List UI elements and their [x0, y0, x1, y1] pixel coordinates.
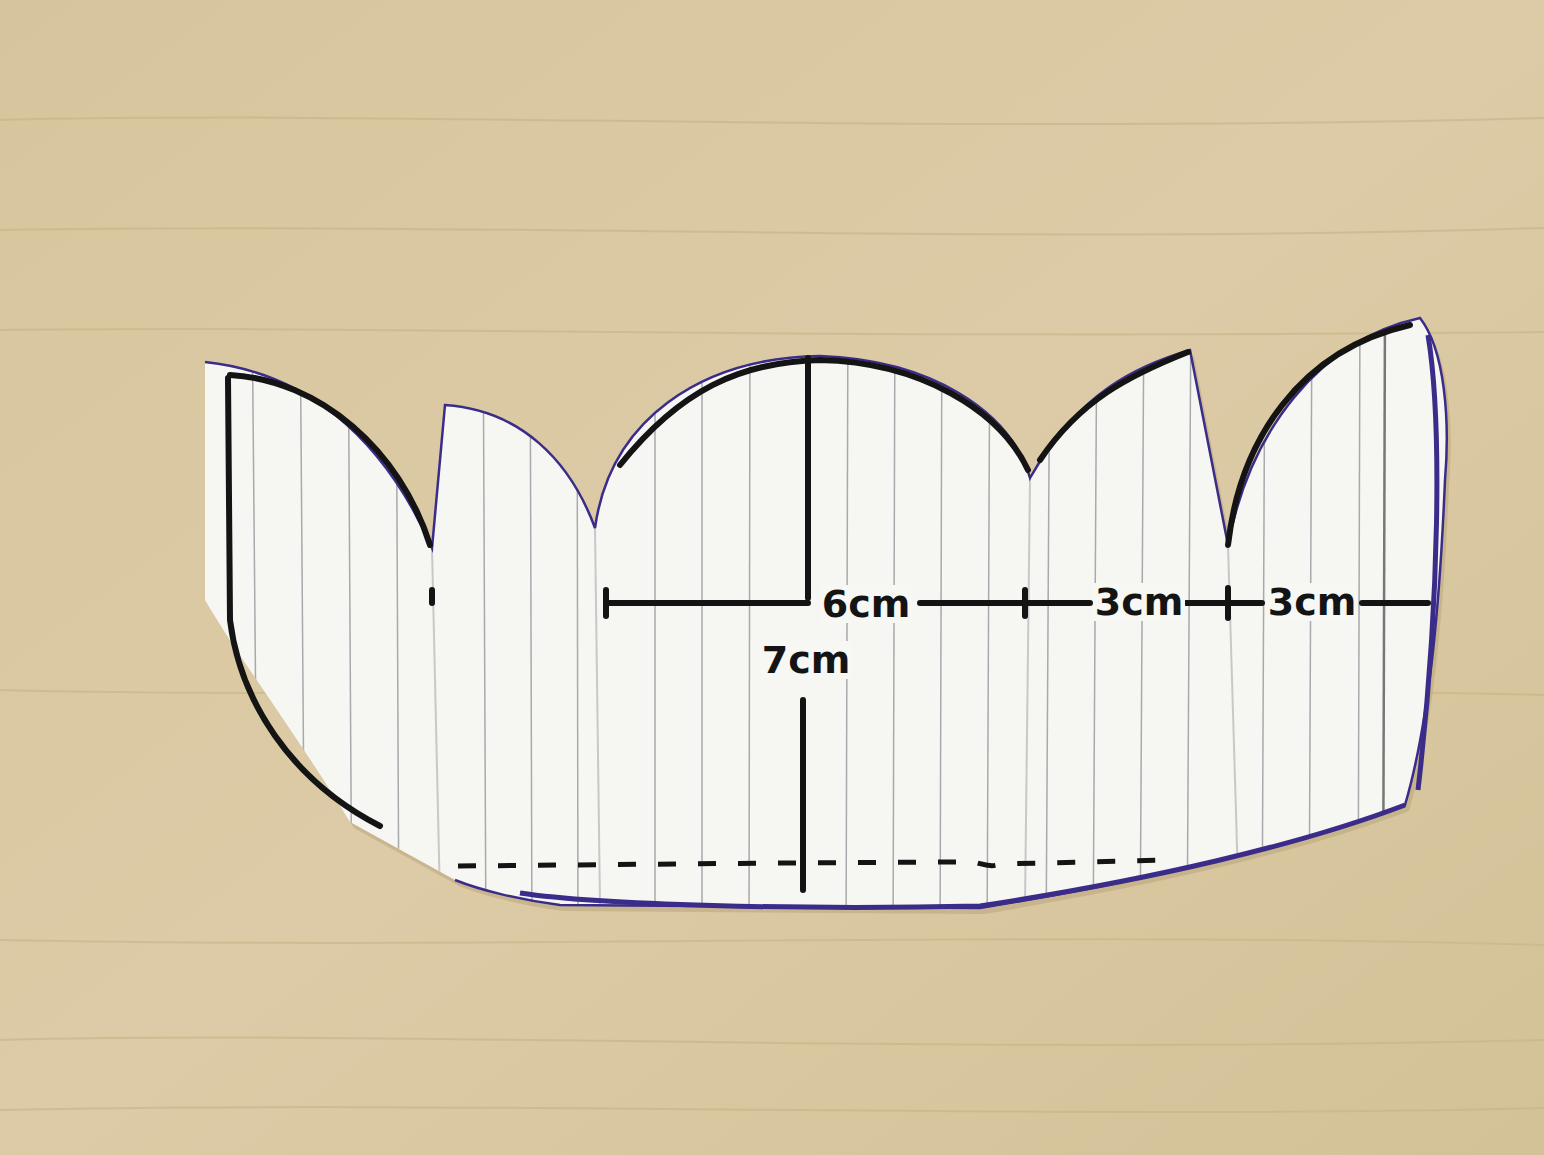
dimension-label: 6cm: [820, 585, 913, 623]
paper-sheet: [205, 318, 1447, 908]
ruled-lines: [252, 300, 1385, 950]
fold-creases: [432, 478, 1238, 905]
dimension-label: 7cm: [760, 641, 853, 679]
marker-lines: [228, 325, 1428, 890]
dimension-label: 3cm: [1266, 583, 1359, 621]
wood-grain: [0, 118, 1544, 1112]
dimension-label: 3cm: [1093, 583, 1186, 621]
dashed-fold-line: [458, 860, 1170, 866]
bottom-outline: [520, 805, 1405, 907]
paper-outline: [205, 318, 1447, 908]
right-outline: [1418, 335, 1437, 790]
